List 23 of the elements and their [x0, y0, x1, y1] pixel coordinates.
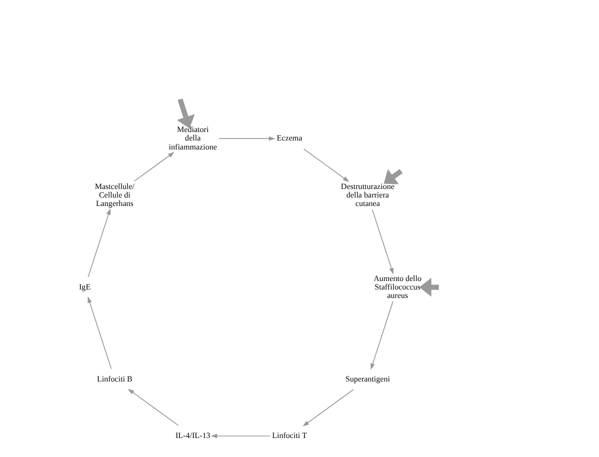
arrow [88, 208, 111, 278]
arrow [88, 296, 112, 370]
arrow [210, 434, 271, 438]
arrow [134, 152, 174, 182]
node-text: IgE [79, 282, 91, 292]
node-text: Linfociti B [96, 374, 132, 384]
node-text: Destrutturazione della barriera cutanea [340, 182, 394, 208]
node-text: IL-4/IL-13 [175, 431, 210, 440]
arrow [176, 98, 195, 128]
node-text: Mediatori della infiammazione [168, 125, 217, 152]
arrow [128, 388, 179, 426]
node-text: Aumento dello Staffilococcus aureus [374, 274, 422, 300]
arrow [302, 389, 354, 426]
node-text: Eczema [276, 134, 302, 143]
arrow [419, 278, 439, 297]
node-text: Mastcellule/ Cellule di Langerhans [94, 182, 135, 208]
arrow [303, 148, 350, 182]
arrow [384, 168, 403, 184]
arrow [372, 209, 394, 274]
arrow [370, 301, 394, 370]
node-text: Superantigeni [345, 374, 390, 384]
node-text: Linfociti T [272, 431, 307, 440]
arrow [218, 136, 276, 141]
